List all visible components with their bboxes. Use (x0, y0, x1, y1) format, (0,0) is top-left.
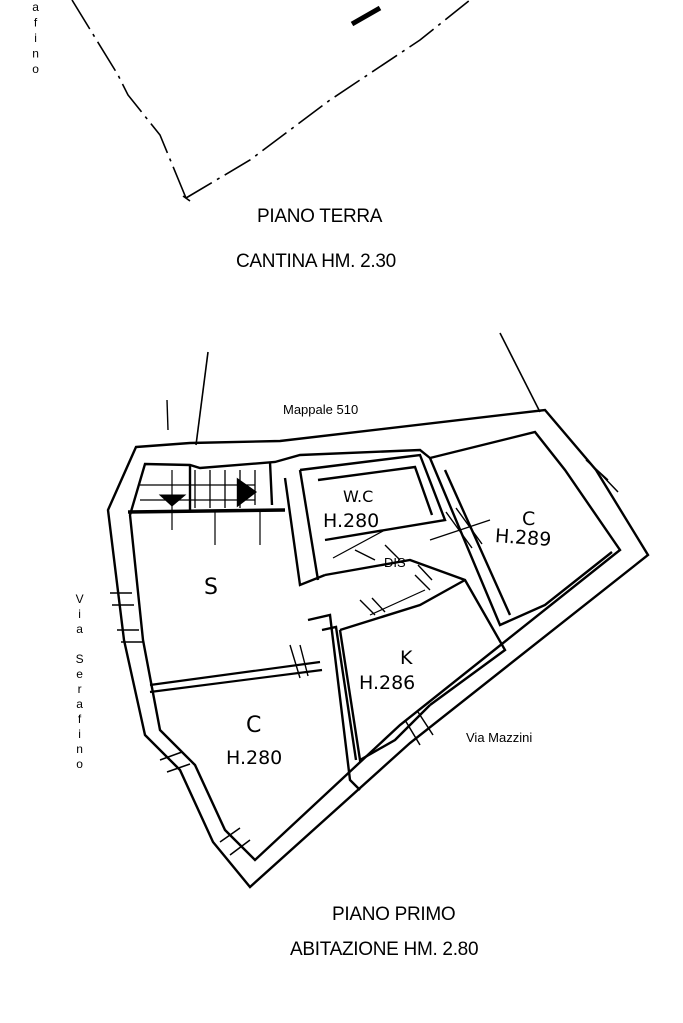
street-label-right: Via Mazzini (466, 730, 533, 745)
first-floor-subtitle: ABITAZIONE HM. 2.80 (290, 939, 479, 960)
room-k-height: H.286 (359, 672, 416, 694)
room-c-left-height: H.280 (226, 747, 283, 769)
street-label-left: Via Serafino (72, 592, 87, 772)
dis-label: DIS (384, 555, 406, 570)
first-floor-title: PIANO PRIMO (332, 904, 456, 925)
street-label-partial-text: afino (28, 0, 43, 78)
room-c-right-code: C (522, 508, 536, 530)
room-c-right-height: H.289 (494, 525, 552, 551)
ground-floor-subtitle: CANTINA HM. 2.30 (236, 251, 396, 272)
ground-floor-title: PIANO TERRA (257, 206, 383, 227)
room-s-code: S (204, 575, 218, 600)
first-floor-plan (106, 332, 650, 889)
room-wc-code: W.C (343, 487, 374, 506)
room-k-code: K (400, 647, 413, 669)
street-label-partial: afino (28, 0, 43, 78)
parcel-label: Mappale 510 (283, 402, 359, 417)
room-c-left-code: C (246, 713, 262, 738)
street-label-left-text: Via Serafino (72, 592, 87, 772)
room-wc-height: H.280 (323, 510, 380, 532)
ground-floor-outline (71, 0, 471, 202)
